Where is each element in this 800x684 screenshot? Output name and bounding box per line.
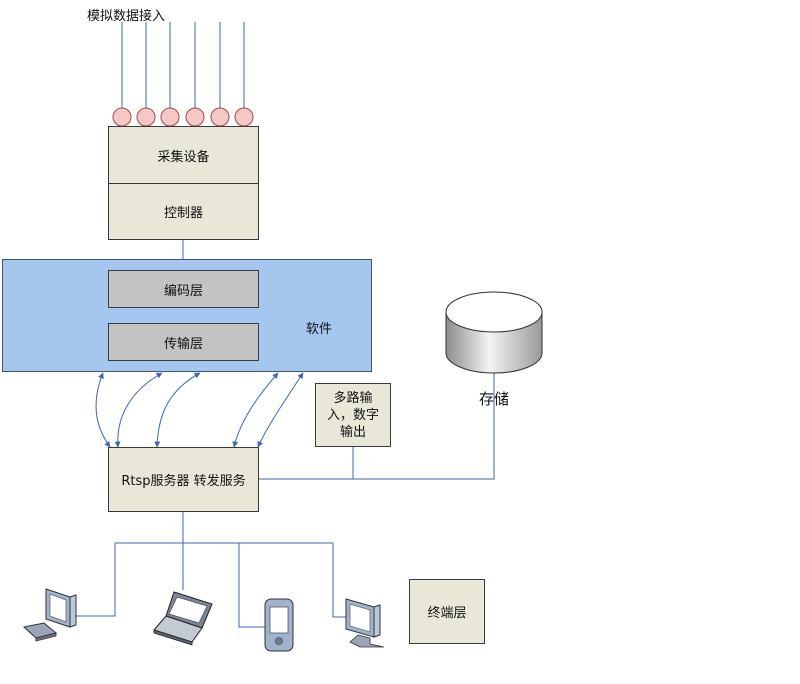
input-node [234, 107, 254, 127]
transport-layer-label: 传输层 [163, 336, 203, 352]
storage-icon [445, 291, 543, 374]
rtsp-server: Rtsp服务器 转发服务 [108, 447, 259, 512]
monitor-icon [345, 598, 385, 648]
storage-link [259, 332, 495, 480]
encoding-layer: 编码层 [108, 270, 259, 308]
storage-label: 存储 [479, 390, 510, 408]
input-node [112, 107, 132, 127]
terminal-layer: 终端层 [409, 579, 485, 644]
bidirectional-arrows [95, 372, 304, 448]
acquisition-device: 采集设备 [108, 126, 259, 184]
transport-layer: 传输层 [108, 323, 259, 361]
analog-input-nodes [112, 107, 254, 127]
multi-io-note-line: 输出 [339, 424, 366, 440]
multi-io-note-line: 入，数字 [326, 407, 379, 423]
rtsp-server-label: Rtsp服务器 转发服务 [121, 474, 246, 489]
controller: 控制器 [108, 183, 259, 240]
pda-icon [264, 598, 294, 652]
analog-input-lines [121, 22, 245, 108]
input-node [185, 107, 205, 127]
acquisition-device-label: 采集设备 [157, 149, 210, 165]
input-node [136, 107, 156, 127]
multi-io-link [259, 446, 354, 480]
multi-io-note-line: 多路输 [333, 390, 373, 406]
analog-input-label: 模拟数据接入 [87, 9, 166, 24]
input-node [210, 107, 230, 127]
desktop-computer-icon [22, 588, 77, 642]
software-label: 软件 [306, 322, 333, 337]
terminal-links [76, 512, 346, 628]
controller-label: 控制器 [163, 206, 203, 221]
laptop-icon [153, 591, 213, 646]
multi-io-note: 多路输 入，数字 输出 [315, 383, 391, 447]
encoding-layer-label: 编码层 [163, 283, 203, 299]
terminal-layer-label: 终端层 [427, 606, 467, 621]
input-node [160, 107, 180, 127]
